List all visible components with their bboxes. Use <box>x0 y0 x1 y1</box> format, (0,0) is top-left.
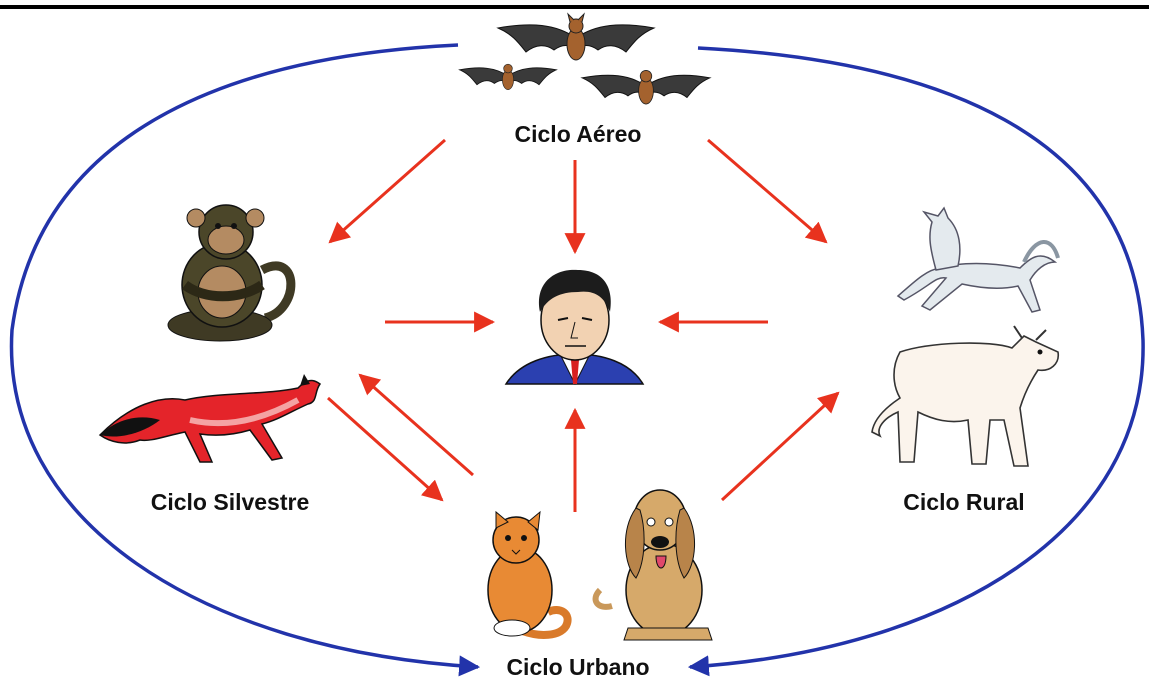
cat-icon <box>487 510 572 639</box>
label-ciclo-aereo: Ciclo Aéreo <box>515 121 642 147</box>
cow-icon <box>871 325 1060 467</box>
arrow-silvestre-urbano <box>326 396 444 502</box>
arrow-aereo-rural <box>707 138 828 244</box>
fox-icon <box>98 374 322 463</box>
arrow-aereo-silvestre <box>328 138 446 244</box>
top-rule <box>0 5 1149 9</box>
human-icon <box>504 269 645 386</box>
label-ciclo-rural: Ciclo Rural <box>903 489 1024 515</box>
monkey-icon <box>167 204 296 342</box>
dog-icon <box>592 489 713 641</box>
label-ciclo-urbano: Ciclo Urbano <box>506 654 649 680</box>
label-ciclo-silvestre: Ciclo Silvestre <box>151 489 310 515</box>
bat-icon <box>458 12 712 105</box>
ellipse-arc-right <box>687 46 1145 677</box>
horse-icon <box>896 206 1060 313</box>
arrow-urbano-silvestre <box>358 373 474 477</box>
arrow-urbano-rural <box>720 391 840 502</box>
transmission-arrows <box>326 138 840 512</box>
ellipse-arc-left <box>9 43 481 677</box>
